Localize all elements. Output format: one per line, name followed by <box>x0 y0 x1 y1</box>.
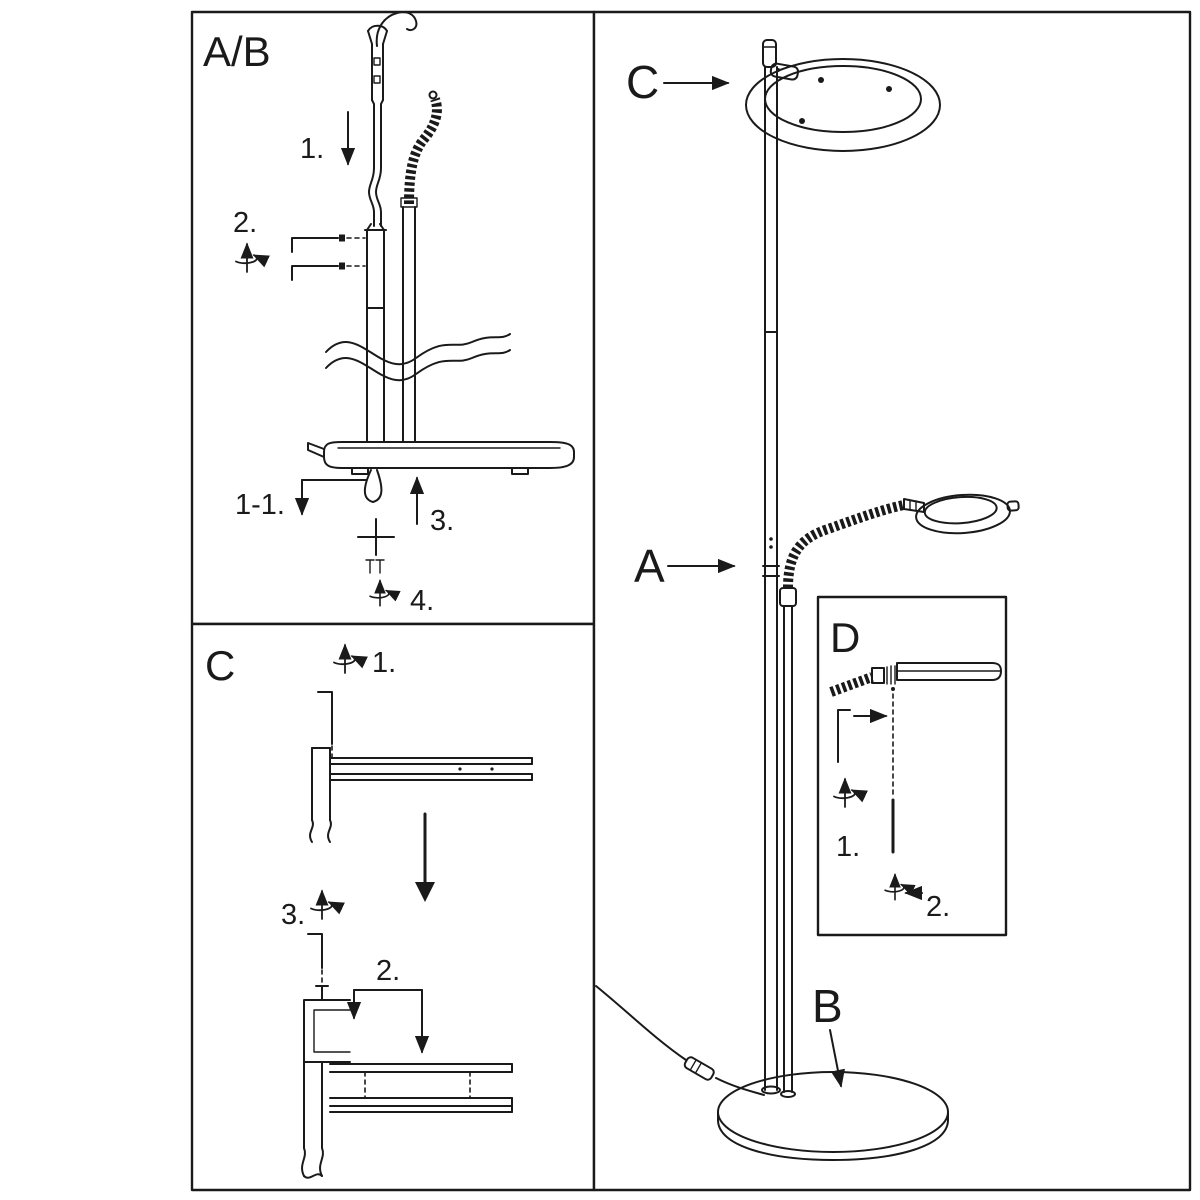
power-cord-drawing <box>595 985 765 1096</box>
upper-rod-drawing <box>364 11 418 443</box>
step-label: 2. <box>233 207 257 239</box>
shelf-plate-drawing <box>329 1063 513 1113</box>
step-label: 4. <box>410 585 434 617</box>
step-label: 1. <box>300 133 324 165</box>
allen-key-icon <box>317 691 333 745</box>
inset-d: D 1. 2. <box>816 595 1008 937</box>
step-label: 2. <box>926 891 950 923</box>
screw-drawing <box>357 518 395 574</box>
lamp-base-drawing <box>717 1071 949 1161</box>
clamp-drawing <box>301 985 351 1179</box>
main-pole-drawing <box>762 66 780 1091</box>
main-panel: C A <box>595 39 1020 1161</box>
panel-ab-frame <box>190 10 596 626</box>
callout-label-c: C <box>626 56 659 108</box>
allen-key-icon <box>307 933 323 969</box>
down-arrow-icon <box>829 1029 845 1088</box>
big-down-arrow-icon <box>415 812 435 902</box>
step-label: 3. <box>281 899 305 931</box>
step-label: 2. <box>376 955 400 987</box>
base-plate-drawing <box>307 441 575 503</box>
break-lines <box>325 333 511 382</box>
step-label: 3. <box>430 505 454 537</box>
arm-joint-drawing <box>829 662 1002 854</box>
panel-ab-title: A/B <box>203 28 271 75</box>
allen-key-icon <box>837 709 851 763</box>
allen-key-icon <box>291 234 366 281</box>
step-label: 1. <box>372 647 396 679</box>
step-label: 1-1. <box>235 489 285 521</box>
upper-bracket-drawing <box>309 747 533 843</box>
reading-arm-drawing <box>779 493 1020 1093</box>
panel-ab: A/B 1. <box>203 11 575 617</box>
callout-label-b: B <box>812 980 843 1032</box>
panel-c-frame <box>190 622 596 1192</box>
callout-label-a: A <box>634 540 665 592</box>
inset-d-title: D <box>830 614 860 661</box>
gooseneck-drawing <box>400 90 442 443</box>
panel-c: C 1. <box>205 642 533 1179</box>
step-label: 1. <box>836 831 860 863</box>
panel-c-title: C <box>205 642 235 689</box>
